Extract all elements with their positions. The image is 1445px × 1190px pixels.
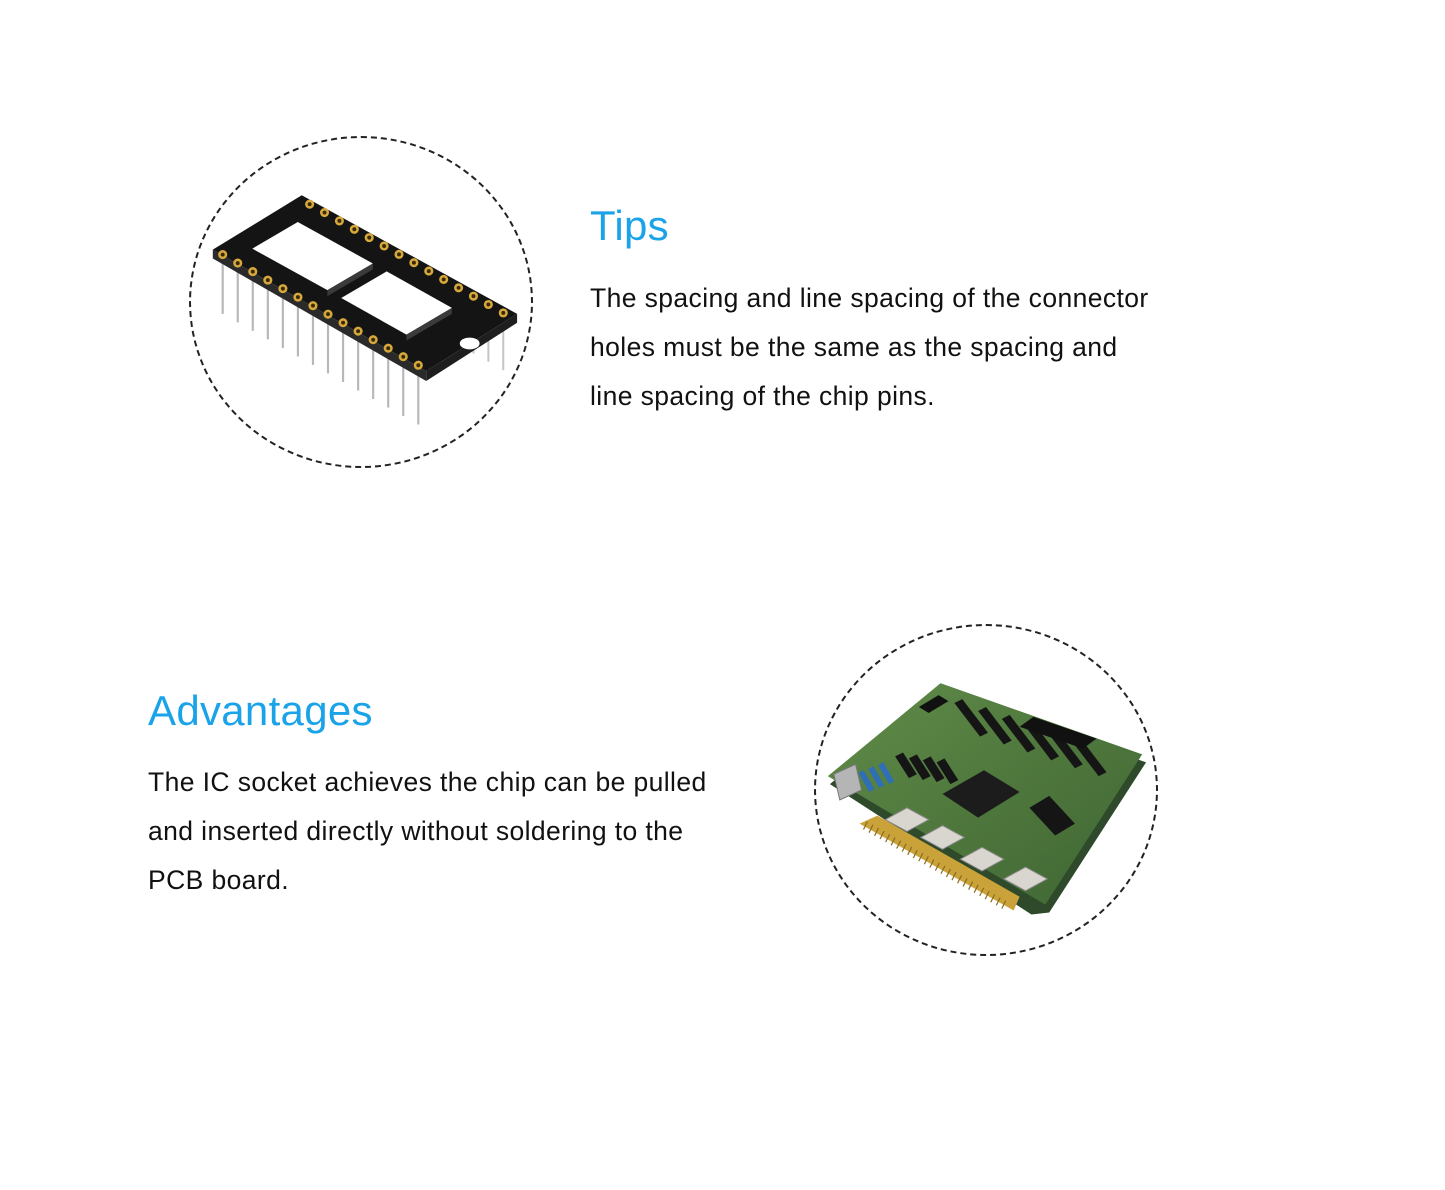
advantages-line-2: and inserted directly without soldering … [148, 816, 684, 846]
tips-line-1: The spacing and line spacing of the conn… [590, 283, 1149, 313]
advantages-line-3: PCB board. [148, 865, 289, 895]
tips-line-2: holes must be the same as the spacing an… [590, 332, 1118, 362]
advantages-heading: Advantages [148, 687, 373, 734]
socket-contact-holes [218, 199, 508, 370]
pcb-board-illustration [827, 683, 1147, 915]
ic-socket-image [189, 136, 533, 468]
pcb-board-image [814, 624, 1158, 956]
tips-line-3: line spacing of the chip pins. [590, 381, 935, 411]
crystal-oscillators [884, 807, 1049, 892]
socket-body [212, 195, 518, 382]
advantages-text: The IC socket achieves the chip can be p… [148, 758, 808, 905]
resistor-pack [858, 762, 895, 793]
ic-socket-illustration [212, 195, 518, 425]
edge-connector-fingers [862, 821, 1007, 909]
dip-chips [895, 699, 1107, 836]
main-chip [942, 770, 1020, 818]
tips-heading: Tips [590, 202, 669, 249]
advantages-line-1: The IC socket achieves the chip can be p… [148, 767, 707, 797]
tips-text: The spacing and line spacing of the conn… [590, 274, 1250, 421]
